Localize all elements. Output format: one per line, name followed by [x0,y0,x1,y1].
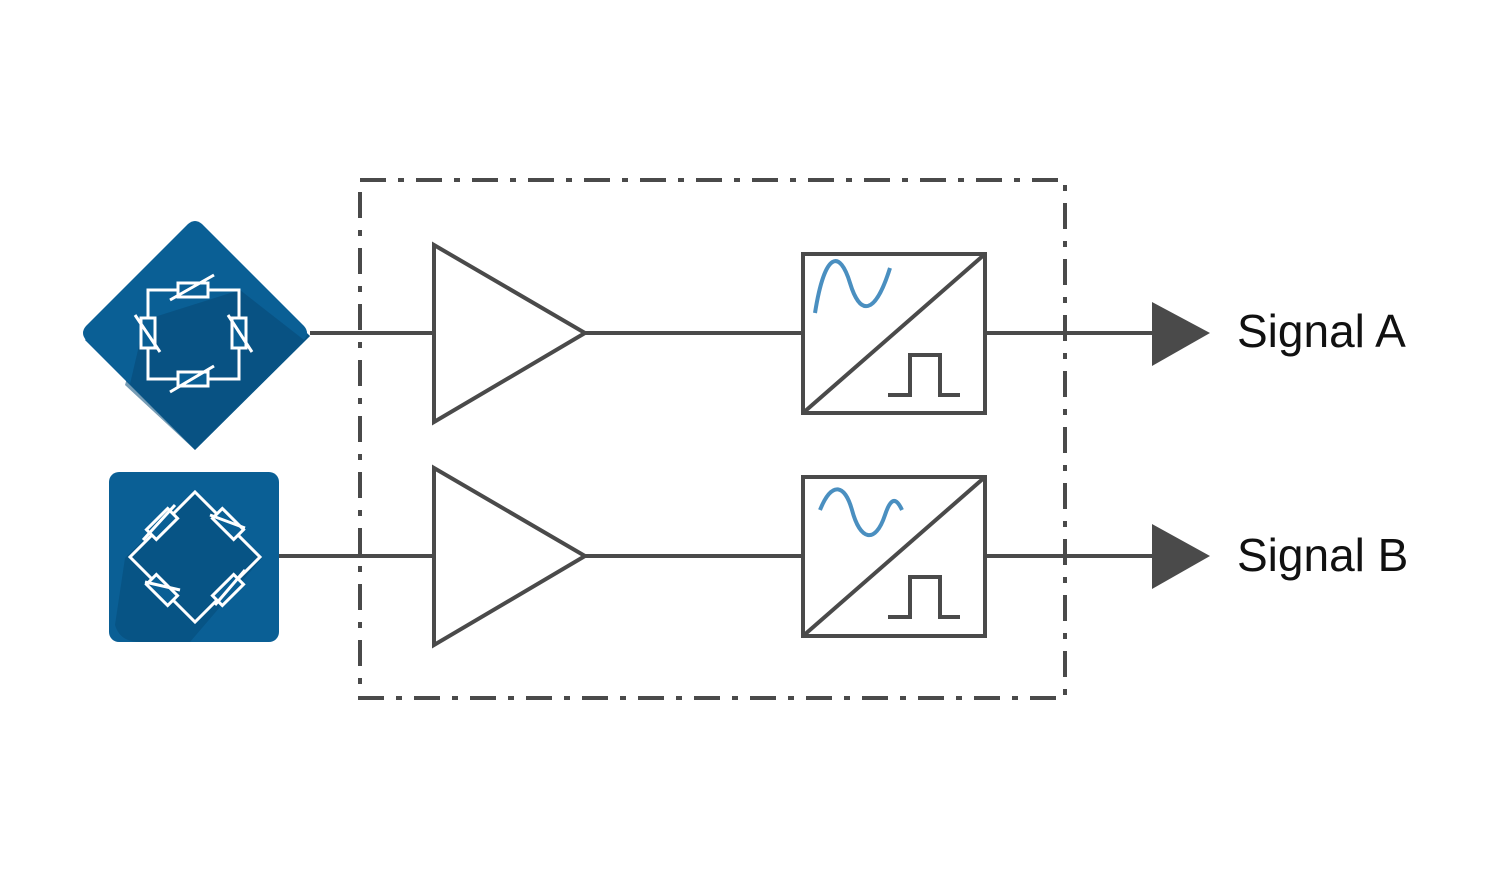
amplifier-b-icon [432,464,589,649]
sensor-a-strain-gauge-bridge-icon [83,221,310,450]
pulse-icon [888,353,960,397]
module-enclosure [358,178,1067,700]
sine-wave-icon [818,487,904,538]
pulse-icon [888,575,960,619]
sine-wave-icon [813,259,892,314]
amplifier-a-icon [432,241,589,426]
adc-b-converter-icon [801,475,987,638]
output-a-arrowhead-icon [1152,302,1210,366]
sensor-b-strain-gauge-bridge-icon [109,472,279,642]
output-b-arrowhead-icon [1152,524,1210,589]
signal-a-label: Signal A [1237,305,1406,357]
signal-b-label: Signal B [1237,529,1408,581]
channel-a: Signal A [83,221,1406,450]
adc-a-converter-icon [801,252,987,415]
channel-b: Signal B [109,464,1408,649]
